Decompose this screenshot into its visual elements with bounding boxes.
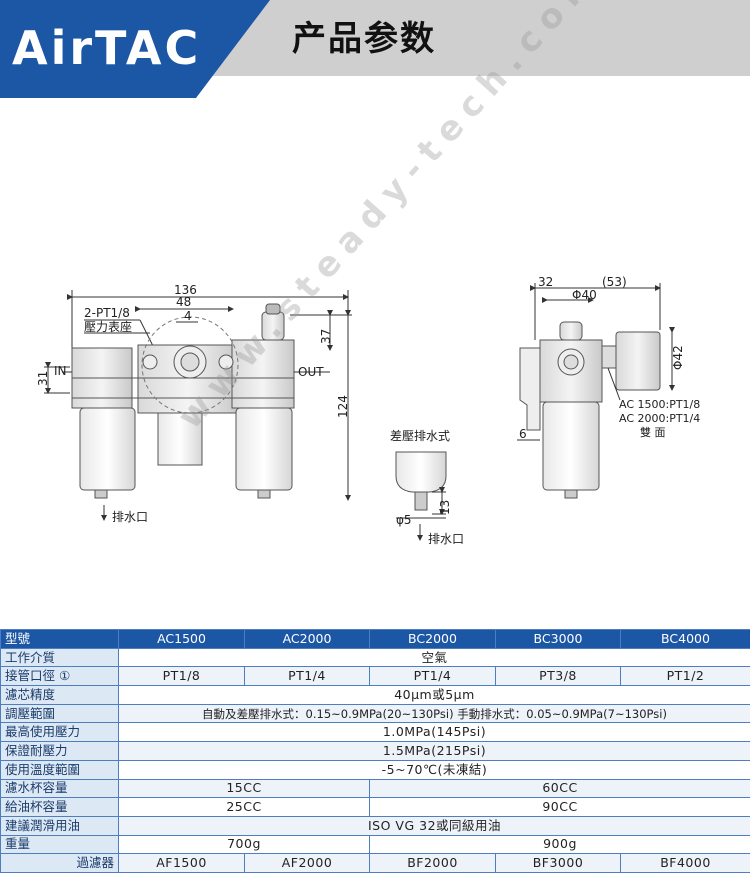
row-value: 1.5MPa(215Psi)	[119, 742, 750, 761]
front-drain-label: 排水口	[112, 510, 148, 524]
table-row: 接管口徑 ① PT1/8 PT1/4 PT1/4 PT3/8 PT1/2	[1, 667, 750, 686]
brand-logo-text: AirTAC	[12, 22, 201, 74]
row-value: 1.0MPa(145Psi)	[119, 723, 750, 742]
dim-gauge-port: 4	[184, 309, 192, 323]
dim-center-span: 48	[176, 295, 191, 309]
row-value: BF3000	[496, 854, 621, 873]
row-label: 過濾器	[1, 854, 119, 873]
row-value: 900g	[370, 835, 750, 854]
row-value: 空氣	[119, 648, 750, 667]
row-label: 接管口徑 ①	[1, 667, 119, 686]
row-value: BF4000	[621, 854, 750, 873]
table-row: 給油杯容量 25CC 90CC	[1, 798, 750, 817]
side-dim-bracket: 6	[519, 427, 527, 441]
gauge-port-label: 2-PT1/8	[84, 306, 130, 320]
row-value: PT1/8	[119, 667, 245, 686]
row-label: 保證耐壓力	[1, 742, 119, 761]
brand-logo: AirTAC	[0, 0, 270, 98]
out-label: OUT	[298, 365, 324, 379]
table-header-cell: AC1500	[119, 630, 245, 649]
row-label: 建議潤滑用油	[1, 816, 119, 835]
row-value: 自動及差壓排水式：0.15~0.9MPa(20~130Psi) 手動排水式：0.…	[119, 704, 750, 723]
table-header-row: 型號 AC1500 AC2000 BC2000 BC3000 BC4000	[1, 630, 750, 649]
row-value: BF2000	[370, 854, 496, 873]
row-label: 最高使用壓力	[1, 723, 119, 742]
table-row: 重量 700g 900g	[1, 835, 750, 854]
row-value: PT1/2	[621, 667, 750, 686]
table-row: 建議潤滑用油 ISO VG 32或同級用油	[1, 816, 750, 835]
table-row: 調壓範圍 自動及差壓排水式：0.15~0.9MPa(20~130Psi) 手動排…	[1, 704, 750, 723]
row-value: AF1500	[119, 854, 245, 873]
table-row: 濾水杯容量 15CC 60CC	[1, 779, 750, 798]
side-note-2: AC 2000:PT1/4	[619, 412, 700, 425]
row-value: 40μm或5μm	[119, 686, 750, 705]
side-dim-gauge-diameter: Φ42	[671, 345, 685, 370]
table-header-cell: BC4000	[621, 630, 750, 649]
gauge-label: 壓力表座	[84, 319, 132, 334]
row-value: -5~70℃(未凍結)	[119, 760, 750, 779]
dim-top-height: 37	[319, 329, 333, 344]
side-note-1: AC 1500:PT1/8	[619, 398, 700, 411]
row-value: PT1/4	[245, 667, 370, 686]
side-dim-width: 32	[538, 275, 553, 289]
technical-drawing: 13 6 48 4 2-PT1/8 壓力表座 37 124 31 IN OUT 排…	[0, 230, 750, 560]
table-row: 使用溫度範圍 -5~70℃(未凍結)	[1, 760, 750, 779]
side-dim-body-diameter: Φ40	[572, 288, 597, 302]
table-header-cell: BC2000	[370, 630, 496, 649]
row-label: 重量	[1, 835, 119, 854]
table-row: 濾芯精度 40μm或5μm	[1, 686, 750, 705]
side-view	[517, 283, 672, 498]
table-row: 最高使用壓力 1.0MPa(145Psi)	[1, 723, 750, 742]
table-row: 過濾器 AF1500 AF2000 BF2000 BF3000 BF4000	[1, 854, 750, 873]
row-label: 調壓範圍	[1, 704, 119, 723]
row-value: PT1/4	[370, 667, 496, 686]
table-header-cell: BC3000	[496, 630, 621, 649]
table-row: 保證耐壓力 1.5MPa(215Psi)	[1, 742, 750, 761]
in-label: IN	[54, 364, 67, 378]
row-label: 工作介質	[1, 648, 119, 667]
detail-dim-diameter: φ5	[396, 513, 412, 527]
detail-title: 差壓排水式	[390, 429, 450, 443]
row-label: 濾水杯容量	[1, 779, 119, 798]
side-dim-gauge-offset: (53)	[602, 275, 627, 289]
row-value: 60CC	[370, 779, 750, 798]
spec-table: 型號 AC1500 AC2000 BC2000 BC3000 BC4000 工作…	[0, 629, 750, 873]
row-label: 使用溫度範圍	[1, 760, 119, 779]
table-header-cell: 型號	[1, 630, 119, 649]
table-row: 工作介質 空氣	[1, 648, 750, 667]
row-value: PT3/8	[496, 667, 621, 686]
dim-total-height: 124	[336, 395, 350, 418]
detail-drain-label: 排水口	[428, 532, 464, 546]
page-title: 产品参数	[292, 16, 436, 62]
dim-left-height: 31	[36, 371, 50, 386]
row-value: 15CC	[119, 779, 370, 798]
row-value: ISO VG 32或同級用油	[119, 816, 750, 835]
row-label: 給油杯容量	[1, 798, 119, 817]
table-header-cell: AC2000	[245, 630, 370, 649]
row-value: 700g	[119, 835, 370, 854]
page-header: AirTAC 产品参数	[0, 0, 750, 98]
drawing-svg: 13 6 48 4 2-PT1/8 壓力表座 37 124 31 IN OUT 排…	[0, 230, 750, 560]
row-value: AF2000	[245, 854, 370, 873]
detail-dim-height: 13	[438, 500, 452, 515]
row-value: 90CC	[370, 798, 750, 817]
row-label: 濾芯精度	[1, 686, 119, 705]
side-note-3: 雙 面	[640, 426, 666, 439]
row-value: 25CC	[119, 798, 370, 817]
